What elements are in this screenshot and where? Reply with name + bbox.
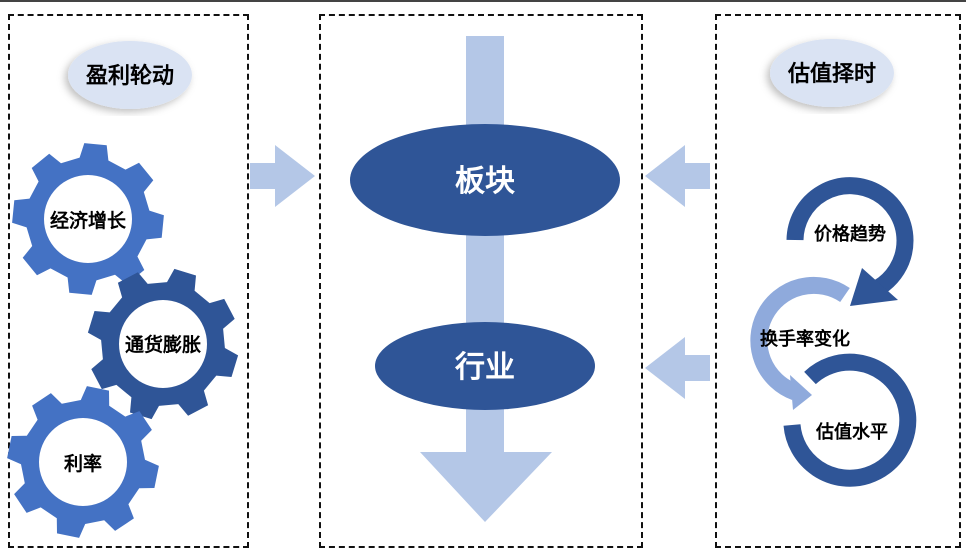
gear-label-growth: 经济增长 <box>50 209 127 232</box>
down-arrow <box>420 36 552 522</box>
sector-ellipse <box>350 124 620 236</box>
left-title: 盈利轮动 <box>85 63 174 89</box>
left-arrow-right-to-sector <box>645 145 710 207</box>
cycle-label-turnover: 换手率变化 <box>760 328 850 350</box>
right-title-bubble <box>770 39 894 107</box>
gear-inflation-icon <box>87 268 239 420</box>
cycle-label-valuation: 估值水平 <box>815 421 888 443</box>
industry-label: 行业 <box>454 350 515 385</box>
sector-label: 板块 <box>455 164 515 199</box>
cycle-label-price: 价格趋势 <box>814 223 886 245</box>
cycle-arrow-valuation <box>783 353 917 487</box>
cycle-arrowhead-price <box>850 268 898 306</box>
industry-ellipse <box>375 322 595 410</box>
cycle-arrow-price <box>786 177 914 296</box>
left-panel <box>8 14 249 548</box>
right-arrow-left-to-center <box>250 145 315 207</box>
right-panel <box>715 14 961 548</box>
top-border <box>0 0 966 2</box>
center-panel <box>319 14 643 548</box>
gear-growth-icon <box>12 143 164 295</box>
right-title: 估值择时 <box>787 61 876 87</box>
gear-label-rate: 利率 <box>64 452 102 475</box>
gear-rate-icon <box>7 386 159 538</box>
cycle-arrow-turnover <box>750 276 850 400</box>
left-arrow-right-to-industry <box>645 337 710 399</box>
cycle-arrowhead-turnover <box>790 375 812 410</box>
gear-label-inflation: 通货膨胀 <box>125 333 201 356</box>
left-title-bubble <box>68 41 192 109</box>
